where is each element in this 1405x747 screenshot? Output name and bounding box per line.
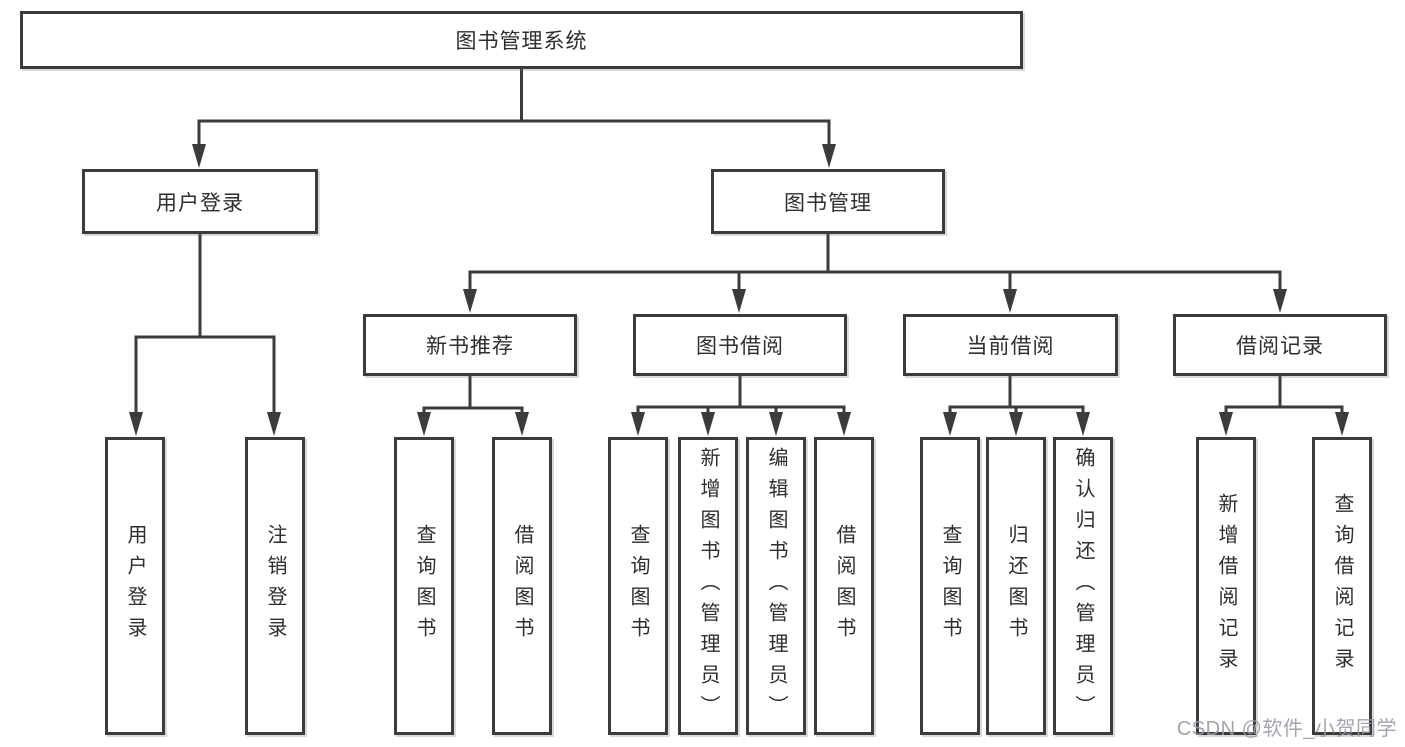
node-borrowing-records: 借阅记录 <box>1173 314 1387 376</box>
node-new-book-recommend: 新书推荐 <box>363 314 577 376</box>
node-user-login: 用户登录 <box>82 169 318 234</box>
leaf-records-add-record: 新增借阅记录 <box>1196 437 1256 735</box>
leaf-borrow-query-books: 查询图书 <box>608 437 668 735</box>
leaf-current-query-books: 查询图书 <box>920 437 980 735</box>
leaf-logout: 注销登录 <box>245 437 305 735</box>
leaf-borrow-add-books-admin: 新增图书（管理员） <box>678 437 738 735</box>
leaf-current-return-books: 归还图书 <box>986 437 1046 735</box>
leaf-current-confirm-return-admin: 确认归还（管理员） <box>1053 437 1113 735</box>
leaf-user-login: 用户登录 <box>105 437 165 735</box>
node-book-borrowing: 图书借阅 <box>633 314 847 376</box>
leaf-records-query-record: 查询借阅记录 <box>1312 437 1372 735</box>
csdn-watermark: CSDN @软件_小贺同学 <box>1176 718 1397 740</box>
node-current-borrowing: 当前借阅 <box>903 314 1118 376</box>
leaf-borrow-borrow-books: 借阅图书 <box>814 437 874 735</box>
leaf-borrow-edit-books-admin: 编辑图书（管理员） <box>746 437 806 735</box>
leaf-newbook-borrow-books: 借阅图书 <box>492 437 552 735</box>
node-library-management-system: 图书管理系统 <box>20 11 1023 69</box>
node-book-management: 图书管理 <box>711 169 945 234</box>
leaf-newbook-query-books: 查询图书 <box>394 437 454 735</box>
